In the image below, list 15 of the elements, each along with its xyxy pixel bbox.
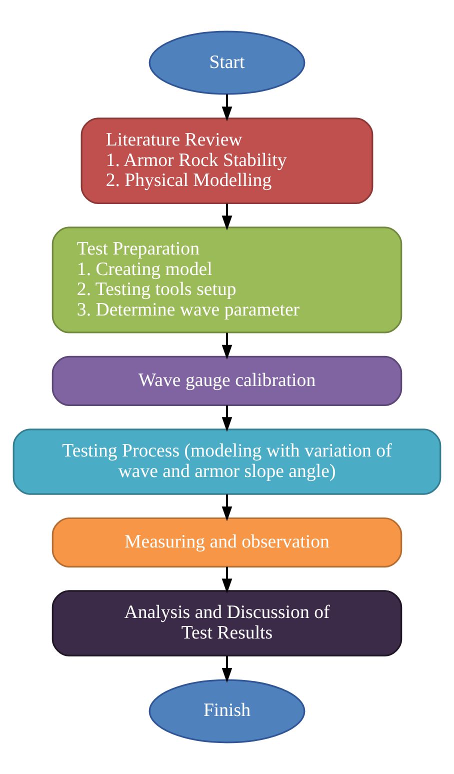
- arrow: [222, 566, 232, 594]
- node-box: Testing Process (modeling with variation of wave and armor slope angle): [12, 428, 442, 495]
- node-ellipse: Finish: [148, 679, 306, 744]
- node-box: Wave gauge calibration: [52, 356, 402, 406]
- arrow: [222, 656, 232, 683]
- arrow: [222, 204, 232, 230]
- node-box: Analysis and Discussion of Test Results: [52, 590, 402, 656]
- arrow: [222, 494, 232, 522]
- node-ellipse: Start: [148, 30, 306, 95]
- node-box: Measuring and observation: [52, 517, 402, 568]
- arrow: [222, 405, 232, 432]
- node-box: Test Preparation 1. Creating model 2. Testing tools setup 3. Determine wave parameter: [52, 226, 402, 334]
- arrow: [222, 332, 232, 360]
- node-box: Literature Review 1. Armor Rock Stability 2. Physical Modelling: [80, 118, 374, 204]
- arrow: [222, 94, 232, 122]
